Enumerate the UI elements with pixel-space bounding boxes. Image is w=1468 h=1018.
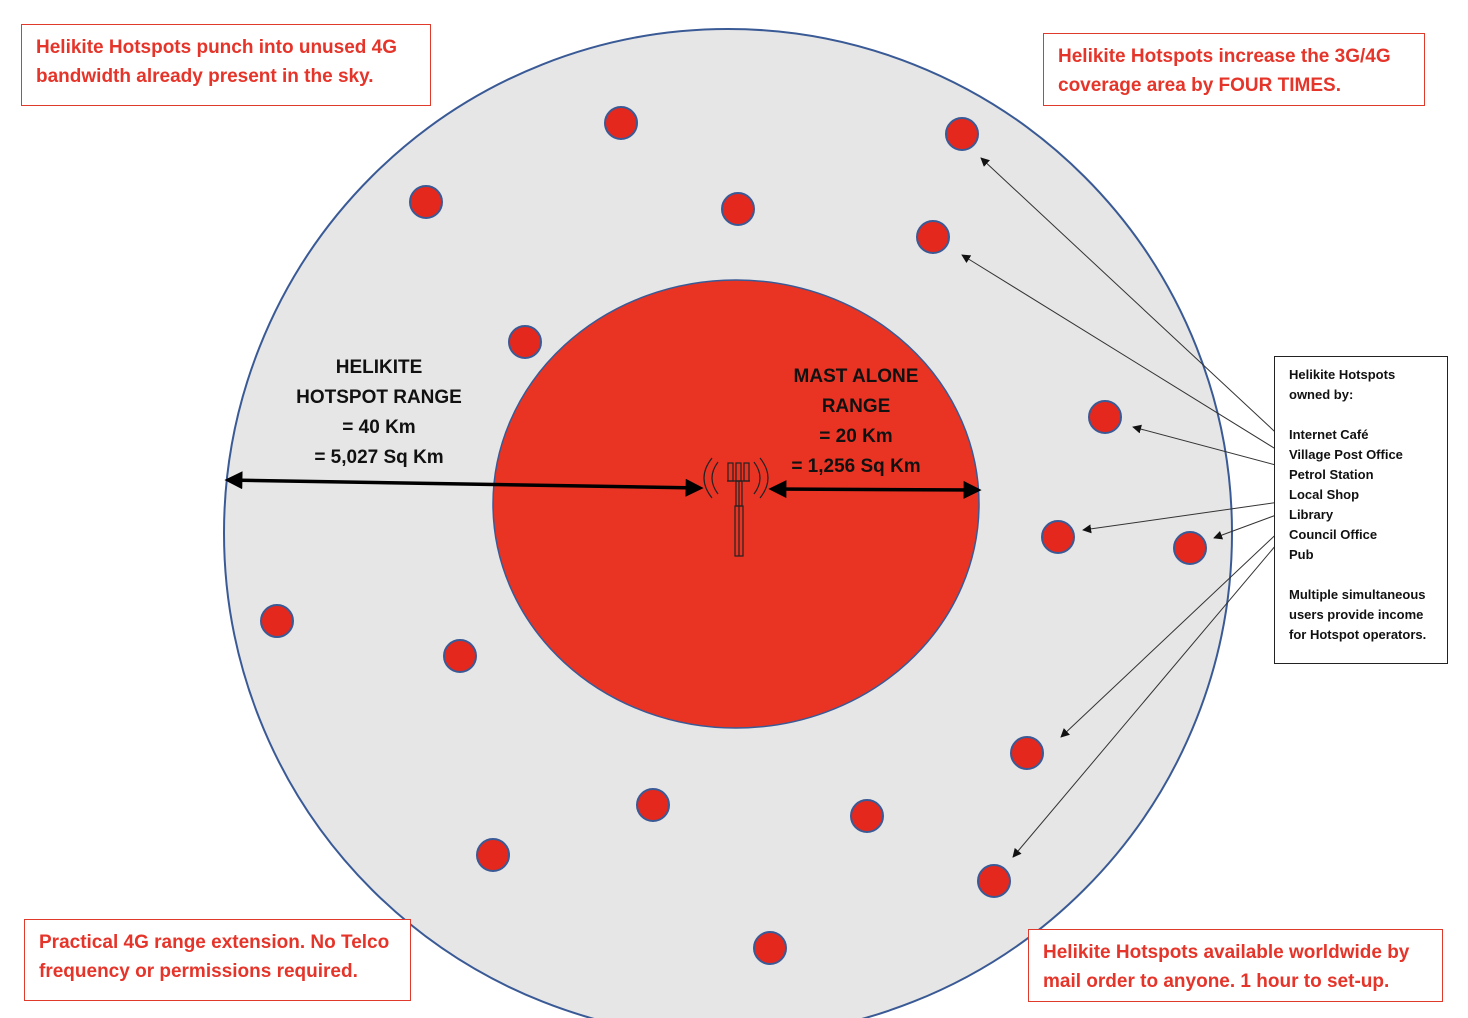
helikite-range-label: HELIKITE HOTSPOT RANGE = 40 Km = 5,027 S… <box>262 353 496 473</box>
range-line: RANGE <box>821 396 891 417</box>
hotspot-dot-icon <box>443 639 477 673</box>
mast-range-label: MAST ALONE RANGE = 20 Km = 1,256 Sq Km <box>760 362 952 482</box>
owners-footer: Multiple simultaneous <box>1289 587 1426 602</box>
owner-item: Internet Café <box>1289 427 1369 442</box>
hotspot-dot-icon <box>1041 520 1075 554</box>
owner-item: Pub <box>1289 547 1314 562</box>
note-line: Helikite Hotspots increase the 3G/4G <box>1058 46 1391 67</box>
hotspot-dot-icon <box>850 799 884 833</box>
hotspot-dot-icon <box>604 106 638 140</box>
cell-tower-icon <box>703 457 769 557</box>
note-coverage-increase: Helikite Hotspots increase the 3G/4G cov… <box>1043 33 1425 106</box>
hotspot-dot-icon <box>636 788 670 822</box>
note-availability: Helikite Hotspots available worldwide by… <box>1028 929 1443 1002</box>
owner-arrow <box>1060 523 1288 738</box>
note-line: Helikite Hotspots available worldwide by <box>1043 942 1410 963</box>
owner-arrow <box>1132 424 1288 469</box>
owner-item: Petrol Station <box>1289 467 1374 482</box>
owner-item: Village Post Office <box>1289 447 1403 462</box>
owner-arrow <box>961 254 1288 457</box>
hotspot-dot-icon <box>508 325 542 359</box>
hotspot-dot-icon <box>409 185 443 219</box>
owners-heading: owned by: <box>1289 387 1354 402</box>
hotspot-dot-icon <box>721 192 755 226</box>
hotspot-dot-icon <box>945 117 979 151</box>
note-line: mail order to anyone. 1 hour to set-up. <box>1043 971 1390 992</box>
hotspot-dot-icon <box>916 220 950 254</box>
range-line: = 20 Km <box>819 426 893 447</box>
owners-footer: users provide income <box>1289 607 1424 622</box>
note-line: coverage area by FOUR TIMES. <box>1058 75 1341 96</box>
owner-item: Library <box>1289 507 1334 522</box>
range-line: MAST ALONE <box>793 366 919 387</box>
owner-item: Local Shop <box>1289 487 1360 502</box>
hotspot-dot-icon <box>1088 400 1122 434</box>
range-line: = 5,027 Sq Km <box>314 447 444 468</box>
helikite-range-arrow <box>224 471 704 497</box>
hotspot-dot-icon <box>753 931 787 965</box>
owner-item: Council Office <box>1289 527 1378 542</box>
hotspot-dot-icon <box>977 864 1011 898</box>
hotspot-dots <box>260 106 1207 965</box>
hotspot-dot-icon <box>260 604 294 638</box>
range-line: = 1,256 Sq Km <box>791 456 921 477</box>
note-line: bandwidth already present in the sky. <box>36 66 374 87</box>
owners-heading: Helikite Hotspots <box>1289 367 1396 382</box>
range-line: = 40 Km <box>342 417 416 438</box>
owner-pointer-arrows <box>961 157 1288 858</box>
note-unused-bandwidth: Helikite Hotspots punch into unused 4G b… <box>21 24 431 106</box>
owner-arrow <box>1012 531 1288 858</box>
mast-range-arrow <box>768 480 982 499</box>
range-line: HOTSPOT RANGE <box>296 387 462 408</box>
owners-legend-box: Helikite Hotspots owned by: Internet Caf… <box>1274 356 1448 664</box>
note-line: Practical 4G range extension. No Telco <box>39 932 390 953</box>
note-line: frequency or permissions required. <box>39 961 358 982</box>
hotspot-dot-icon <box>476 838 510 872</box>
range-line: HELIKITE <box>335 357 423 378</box>
note-range-extension: Practical 4G range extension. No Telco f… <box>24 919 411 1001</box>
owner-arrow <box>1082 500 1288 534</box>
owners-footer: for Hotspot operators. <box>1289 627 1427 642</box>
note-line: Helikite Hotspots punch into unused 4G <box>36 37 398 58</box>
hotspot-dot-icon <box>1173 531 1207 565</box>
owner-arrow <box>980 157 1288 444</box>
hotspot-dot-icon <box>1010 736 1044 770</box>
